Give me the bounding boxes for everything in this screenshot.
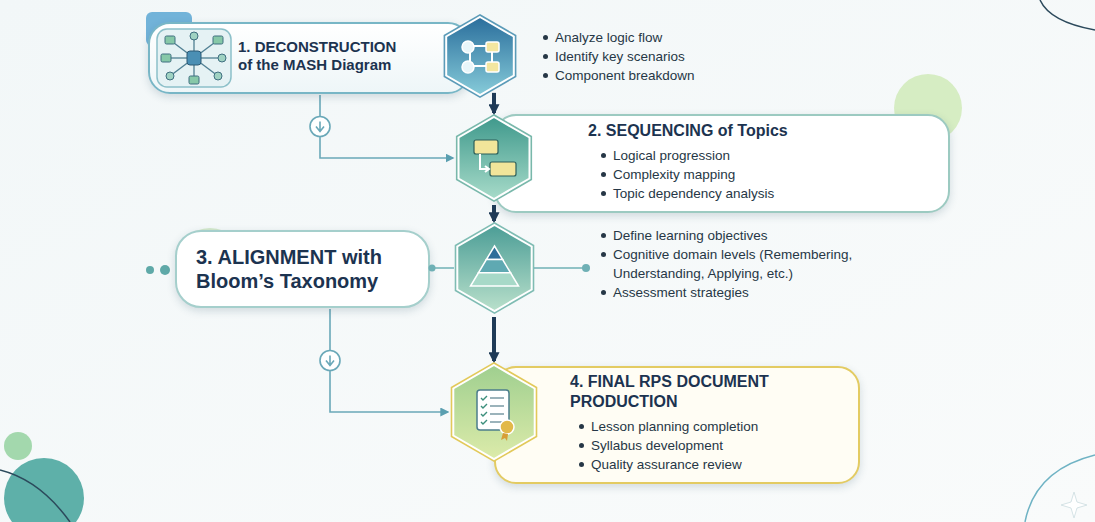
title-holder: 2. SEQUENCING of Topics (588, 121, 918, 141)
bullet-item: Component breakdown (540, 66, 800, 85)
stage-hexagon (455, 112, 533, 204)
bullet-item: Define learning objectives (598, 226, 898, 245)
hexagon-rim (451, 362, 538, 462)
icon-hub (187, 51, 201, 65)
title-holder: 1. DECONSTRUCTION of the MASH Diagram (238, 38, 413, 75)
bullet-list: Logical progressionComplexity mappingTop… (598, 146, 928, 203)
flow-connector (320, 95, 453, 158)
hexagon-face (457, 225, 531, 311)
stage-title: 3. ALIGNMENT with Bloom’s Taxonomy (196, 245, 411, 294)
check-mark (481, 396, 487, 400)
stage-title: 4. FINAL RPS DOCUMENT PRODUCTION (570, 372, 790, 411)
accent-arc (1025, 455, 1095, 522)
sequence-arrow (480, 154, 489, 172)
stage-title: 1. DECONSTRUCTION of the MASH Diagram (238, 38, 413, 75)
icon-node (165, 36, 175, 44)
hexagon-face (453, 365, 534, 459)
step-marker-arrow (316, 122, 324, 132)
stage-arrow (492, 205, 496, 221)
hexagon-face (446, 17, 514, 95)
award-ribbon (501, 433, 508, 441)
sequence-box (474, 140, 498, 154)
text-line (490, 397, 504, 399)
icon-node (161, 54, 171, 62)
flow-box (486, 42, 499, 52)
bullet-item: Cognitive domain levels (Remembering, Un… (598, 245, 898, 283)
diagram-icon (156, 28, 232, 88)
bullet-list: Lesson planning completionSyllabus devel… (576, 417, 856, 474)
bullet-item: Lesson planning completion (576, 417, 856, 436)
icon-node (218, 54, 226, 62)
accent-dot (160, 265, 170, 275)
pyramid-band (486, 246, 502, 260)
check-mark (481, 412, 487, 416)
icon-node (166, 72, 174, 80)
stage-group: 3. ALIGNMENT with Bloom’s Taxonomy Define… (160, 214, 920, 324)
title-holder: 4. FINAL RPS DOCUMENT PRODUCTION (570, 372, 790, 411)
step-marker (320, 351, 340, 371)
stage-card (175, 230, 430, 308)
flow-connector (330, 309, 448, 412)
bullet-item: Identify key scenarios (540, 47, 800, 66)
icon-node (214, 72, 222, 80)
sparkle (1061, 492, 1087, 518)
bullet-item: Quality assurance review (576, 455, 856, 474)
connector-accent (160, 214, 920, 324)
bullet-item: Analyze logic flow (540, 28, 800, 47)
flow-dot (462, 41, 474, 53)
flow-dot (462, 61, 474, 73)
stage-title: 2. SEQUENCING of Topics (588, 121, 918, 141)
accent-dot (582, 264, 590, 272)
pyramid-band (470, 273, 518, 286)
bullet-list: Analyze logic flowIdentify key scenarios… (540, 28, 800, 85)
step-marker-arrow (326, 356, 334, 366)
step-marker-ring (310, 117, 330, 137)
icon-node (213, 36, 223, 44)
stage-hexagon (454, 220, 535, 316)
text-line (490, 413, 504, 415)
accent-dot (4, 432, 32, 460)
bullet-item: Assessment strategies (598, 283, 898, 302)
flow-box (486, 62, 499, 72)
accent-arc (1040, 0, 1095, 30)
stage-group: 2. SEQUENCING of TopicsLogical progressi… (440, 110, 960, 210)
title-holder: 3. ALIGNMENT with Bloom’s Taxonomy (196, 245, 411, 294)
text-line (490, 405, 504, 407)
icon-node (189, 76, 199, 84)
hexagon-rim (444, 14, 517, 98)
accent-arc (0, 470, 70, 522)
sequence-box (490, 162, 516, 176)
hexagon-rim (454, 222, 534, 314)
bullet-item: Logical progression (598, 146, 928, 165)
step-marker (310, 117, 330, 137)
stage-hexagon (450, 360, 538, 464)
step-marker-ring (320, 351, 340, 371)
stage-arrow (492, 317, 496, 361)
hexagon-face (459, 117, 530, 199)
icon-node (190, 32, 198, 40)
pyramid-band (478, 260, 510, 273)
accent-blob (4, 458, 84, 522)
bullet-item: Syllabus development (576, 436, 856, 455)
accent-line (534, 267, 584, 269)
bullet-item: Topic dependency analysis (598, 184, 928, 203)
hexagon-rim (456, 114, 532, 202)
accent-dot (429, 265, 436, 272)
icon-frame (157, 29, 231, 87)
bullet-item: Complexity mapping (598, 165, 928, 184)
stage-group: 4. FINAL RPS DOCUMENT PRODUCTION Lesson p… (440, 356, 880, 486)
check-mark (481, 420, 487, 424)
stage-hexagon (443, 12, 517, 100)
stage-group: 1. DECONSTRUCTION of the MASH DiagramAna… (140, 10, 780, 106)
bullet-list: Define learning objectivesCognitive doma… (598, 226, 898, 302)
check-mark (481, 404, 487, 408)
stage-arrow (492, 93, 496, 113)
award-seal (500, 420, 514, 434)
accent-dot (146, 266, 154, 274)
